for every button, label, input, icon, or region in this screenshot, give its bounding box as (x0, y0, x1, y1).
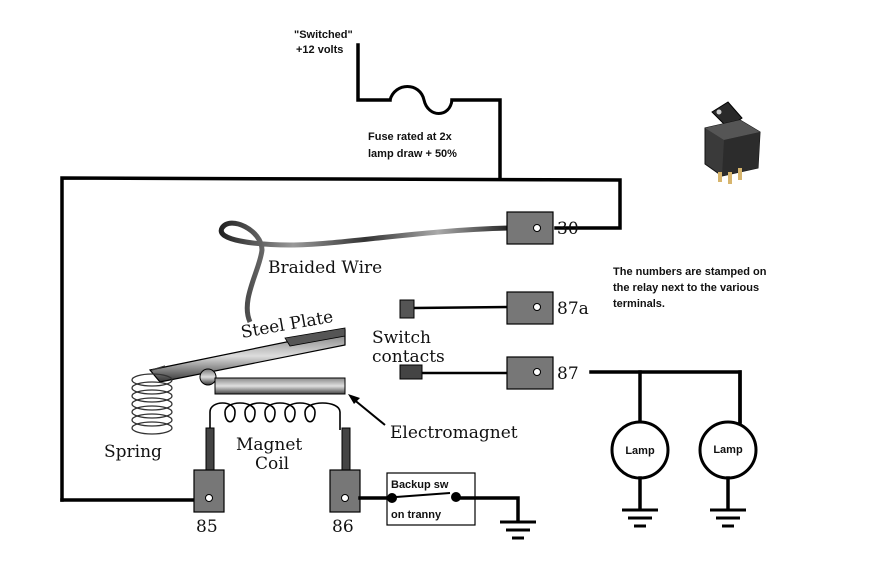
switch-label-line1: Switch (372, 328, 431, 348)
lamp-1-label: Lamp (625, 445, 655, 457)
electromagnet-arrow (351, 397, 386, 426)
fuse-label-line2: lamp draw + 50% (368, 148, 457, 160)
lamp-feed-wire (589, 370, 742, 424)
backup-label-line2: on tranny (391, 509, 442, 521)
lamp-1 (610, 420, 670, 528)
terminal-87a-label: 87a (557, 299, 589, 319)
switch-label-line2: contacts (372, 347, 445, 367)
ground-backup (500, 520, 536, 540)
terminal-86-label: 86 (332, 517, 354, 537)
electromagnet-core (214, 377, 346, 395)
main-loop-wire (60, 176, 622, 502)
terminal-85 (193, 469, 225, 513)
note-line3: terminals. (613, 298, 665, 310)
note-line2: the relay next to the various (613, 282, 759, 294)
electromagnet-label: Electromagnet (390, 423, 518, 443)
switched-label-line1: "Switched" (294, 29, 353, 41)
supply-wire (356, 43, 502, 180)
relay-photo (704, 101, 761, 184)
fuse-label-line1: Fuse rated at 2x (368, 131, 453, 143)
terminal-87a (506, 291, 554, 325)
backup-switch (358, 472, 520, 526)
terminal-30-label: 30 (557, 219, 579, 239)
switched-label-line2: +12 volts (296, 44, 343, 56)
terminal-87-label: 87 (557, 364, 579, 384)
fuse-symbol (388, 85, 454, 115)
steel-plate (148, 327, 346, 386)
terminal-87 (506, 356, 554, 390)
terminal-86 (329, 469, 361, 513)
note-line1: The numbers are stamped on (613, 266, 767, 278)
lamp-2-label: Lamp (713, 444, 743, 456)
contact-87 (399, 364, 510, 380)
backup-label-line1: Backup sw (391, 479, 449, 491)
spring-label: Spring (104, 442, 162, 462)
contact-87a (399, 299, 511, 319)
lamp-2 (698, 370, 758, 528)
coil-label-line1: Magnet (236, 435, 302, 455)
terminal-30 (506, 211, 554, 245)
braided-wire-label: Braided Wire (268, 258, 382, 278)
coil-label-line2: Coil (255, 454, 289, 474)
spring (131, 365, 173, 435)
terminal-85-label: 85 (196, 517, 218, 537)
braided-wire (218, 220, 511, 324)
